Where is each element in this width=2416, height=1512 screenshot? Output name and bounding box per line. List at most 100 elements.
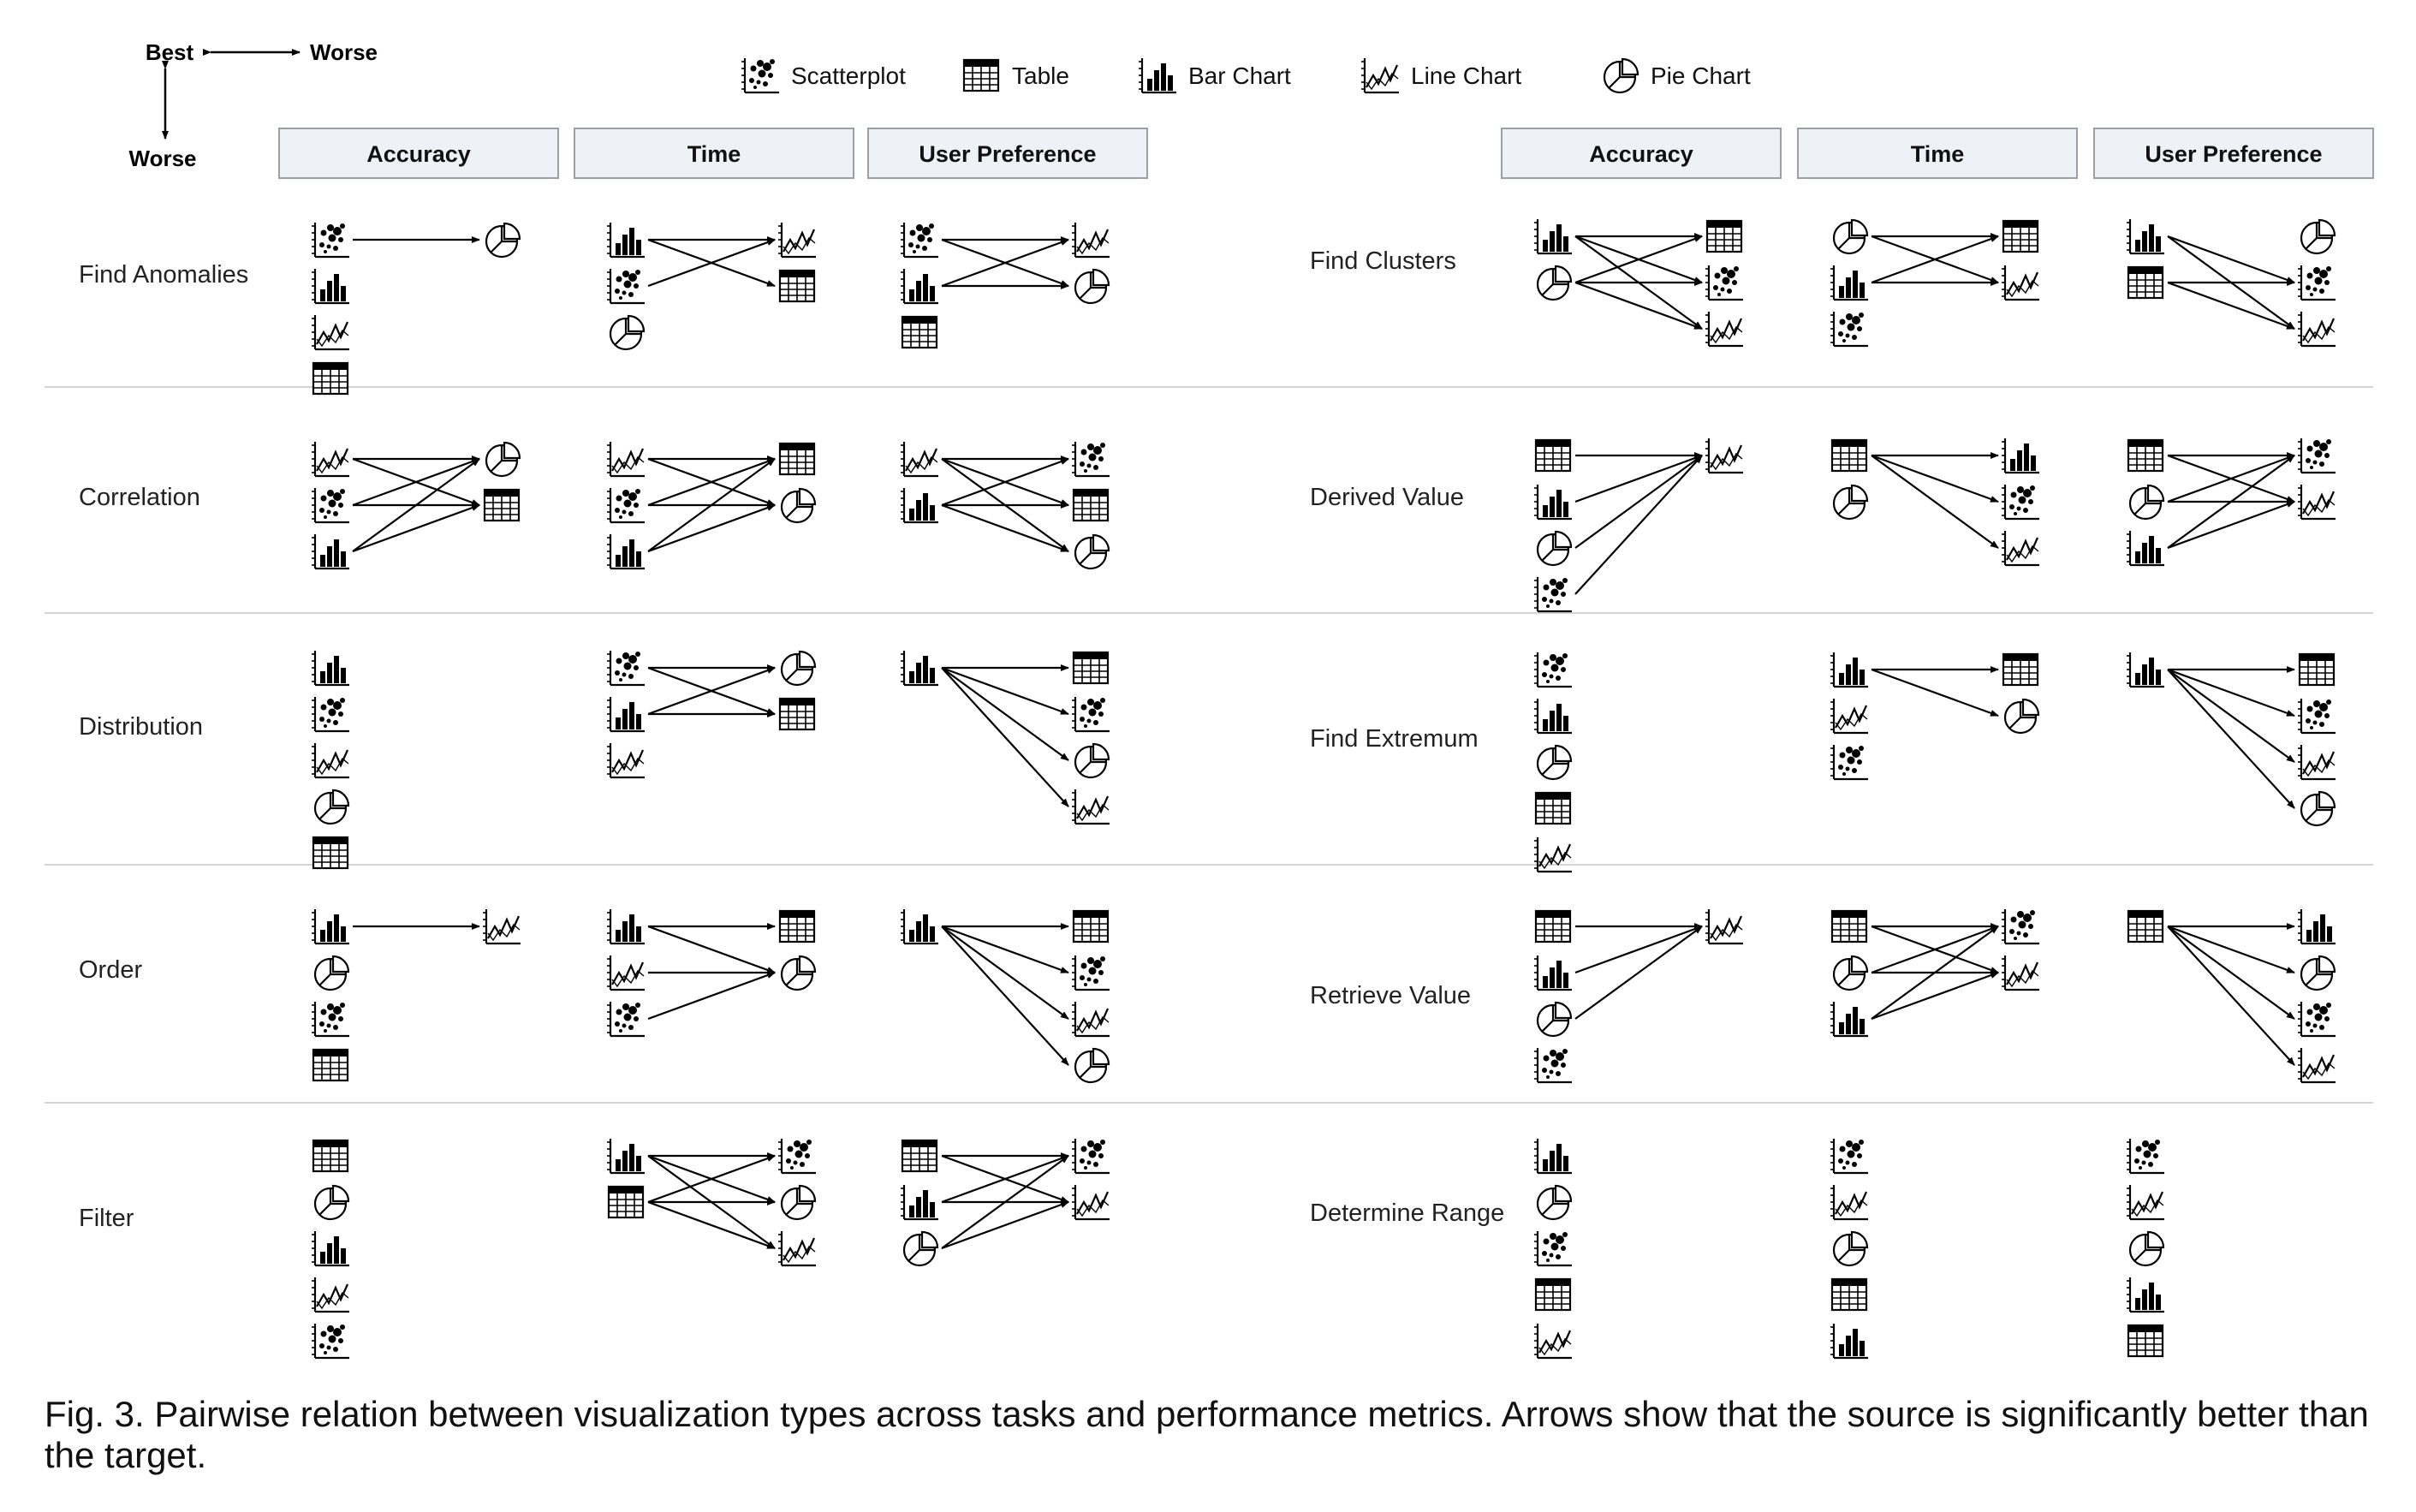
line-icon bbox=[312, 1277, 349, 1313]
pie-icon bbox=[1832, 484, 1869, 521]
pie-icon bbox=[313, 789, 350, 825]
relation-arrow bbox=[1871, 668, 1999, 717]
pie-icon bbox=[1536, 744, 1573, 781]
relation-arrow bbox=[1871, 926, 1999, 1020]
bar-icon bbox=[2002, 438, 2039, 474]
pie-icon bbox=[1536, 530, 1573, 567]
table-icon bbox=[1534, 791, 1572, 825]
header-label: Time bbox=[1911, 141, 1965, 167]
scatter-icon bbox=[607, 1002, 645, 1038]
bar-icon bbox=[1830, 652, 1868, 688]
bar-icon bbox=[901, 488, 938, 524]
relation-arrow bbox=[1574, 926, 1703, 1020]
pie-icon bbox=[485, 222, 521, 259]
scatter-icon bbox=[2298, 699, 2336, 735]
cell-derived-value-time bbox=[1830, 438, 2039, 567]
task-label: Find Clusters bbox=[1310, 247, 1456, 275]
table-icon bbox=[2127, 1324, 2164, 1358]
relation-arrow bbox=[2167, 500, 2295, 550]
bar-icon bbox=[1830, 1002, 1868, 1038]
task-label: Derived Value bbox=[1310, 484, 1464, 511]
table-icon bbox=[778, 909, 816, 944]
legend-item-pie: Pie Chart bbox=[1603, 57, 1751, 94]
legend-item-scatter: Scatterplot bbox=[741, 58, 906, 94]
scatter-icon bbox=[1534, 1231, 1572, 1267]
bar-icon bbox=[312, 909, 349, 945]
pie-icon bbox=[2300, 218, 2336, 255]
table-icon bbox=[1830, 909, 1868, 944]
line-icon bbox=[778, 223, 816, 259]
line-icon bbox=[2002, 955, 2039, 991]
line-icon bbox=[901, 442, 938, 478]
task-label: Find Anomalies bbox=[79, 261, 248, 289]
relation-arrow bbox=[2167, 235, 2295, 284]
line-icon bbox=[312, 442, 349, 478]
relation-arrow bbox=[647, 925, 776, 974]
task-label: Distribution bbox=[79, 713, 203, 741]
table-icon bbox=[778, 697, 816, 731]
scatter-icon bbox=[1072, 955, 1110, 991]
bar-icon bbox=[607, 697, 645, 733]
scatter-icon bbox=[312, 223, 349, 259]
table-icon bbox=[1705, 219, 1743, 253]
relation-arrow bbox=[1574, 235, 1703, 284]
bar-icon bbox=[2127, 652, 2164, 688]
scatter-icon bbox=[778, 1139, 816, 1175]
line-icon bbox=[312, 315, 349, 351]
scatter-icon bbox=[1072, 1139, 1110, 1175]
pie-icon bbox=[1832, 955, 1869, 991]
line-icon bbox=[1072, 223, 1110, 259]
pie-icon bbox=[780, 955, 817, 991]
scatter-icon bbox=[901, 223, 938, 259]
scatter-icon bbox=[2127, 1139, 2164, 1175]
scatter-icon bbox=[2298, 265, 2336, 301]
scatter-icon bbox=[1534, 577, 1572, 613]
line-icon bbox=[2002, 265, 2039, 301]
line-icon bbox=[2298, 485, 2336, 521]
table-icon bbox=[312, 836, 349, 870]
task-label: Filter bbox=[79, 1205, 134, 1232]
relation-cells bbox=[312, 218, 2336, 1360]
pie-icon bbox=[780, 650, 817, 687]
table-icon bbox=[778, 269, 816, 303]
legend-item-line: Line Chart bbox=[1361, 58, 1521, 94]
line-icon bbox=[1830, 1185, 1868, 1221]
relation-arrow bbox=[2167, 281, 2295, 330]
scatter-icon bbox=[1072, 697, 1110, 733]
pie-icon bbox=[1536, 1001, 1573, 1038]
line-icon bbox=[607, 743, 645, 779]
bar-icon bbox=[607, 223, 645, 259]
relation-arrow bbox=[1871, 455, 1999, 549]
relation-arrow bbox=[2167, 669, 2295, 763]
bar-icon bbox=[2127, 1277, 2164, 1313]
relation-arrow bbox=[941, 666, 1069, 716]
line-icon bbox=[1705, 909, 1743, 945]
relation-arrow bbox=[1871, 971, 1999, 1021]
pie-icon bbox=[485, 441, 521, 478]
line-icon bbox=[483, 909, 521, 945]
bar-icon bbox=[312, 269, 349, 305]
bar-icon bbox=[1534, 485, 1572, 521]
cell-determine-range-time bbox=[1830, 1139, 1869, 1360]
cell-find-extremum-accuracy bbox=[1534, 652, 1573, 873]
relation-arrow bbox=[941, 503, 1069, 553]
pie-icon bbox=[1074, 533, 1110, 570]
scatter-icon bbox=[607, 651, 645, 687]
cell-derived-value-accuracy bbox=[1534, 438, 1743, 613]
bar-icon bbox=[1534, 219, 1572, 255]
pie-icon bbox=[2128, 1230, 2165, 1267]
cell-retrieve-value-accuracy bbox=[1534, 909, 1743, 1084]
line-icon bbox=[607, 442, 645, 478]
legend-label-bar: Bar Chart bbox=[1188, 63, 1291, 89]
table-icon bbox=[1072, 488, 1110, 522]
bar-icon bbox=[901, 909, 938, 945]
line-icon bbox=[1705, 312, 1743, 348]
axis-indicator: Best Worse Worse bbox=[129, 39, 378, 171]
legend-item-table: Table bbox=[962, 58, 1069, 92]
relation-arrow bbox=[2167, 926, 2295, 1020]
relation-arrow bbox=[1574, 454, 1703, 503]
relation-arrow bbox=[2167, 668, 2295, 717]
legend-label-pie: Pie Chart bbox=[1651, 63, 1751, 89]
scatter-icon bbox=[1534, 652, 1572, 688]
cell-derived-value-user-preference bbox=[2127, 438, 2336, 567]
